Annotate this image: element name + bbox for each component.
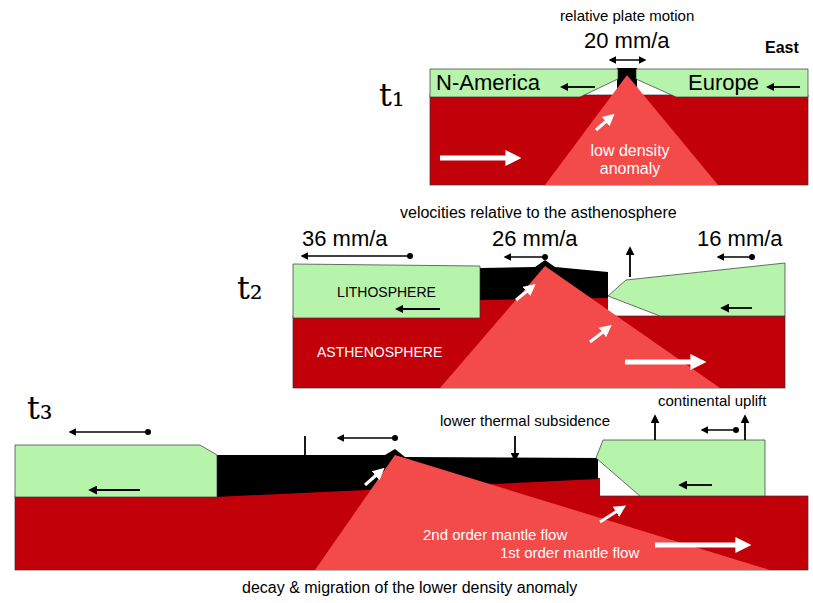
mantle-flow-arrow bbox=[625, 360, 700, 365]
slab-label-holder: LITHOSPHERE bbox=[293, 264, 480, 301]
time-step: t₂ bbox=[237, 270, 263, 307]
lithosphere-slab bbox=[15, 445, 217, 497]
panel-t3 bbox=[15, 416, 808, 570]
plate-name: LITHOSPHERE bbox=[337, 284, 436, 300]
slab-shape bbox=[430, 69, 618, 97]
slab-arrow bbox=[774, 86, 800, 88]
flow-arrow bbox=[600, 508, 622, 522]
lithosphere-slab bbox=[608, 263, 785, 316]
slab-arrow bbox=[680, 484, 712, 486]
slab-label-holder: N-America bbox=[430, 69, 618, 97]
uplift-arrow bbox=[744, 416, 746, 440]
slab-shape bbox=[293, 264, 480, 318]
subsidence-arrow bbox=[304, 436, 306, 462]
motion-arrow bbox=[610, 59, 645, 61]
flow-arrow bbox=[365, 471, 381, 485]
lithosphere-slab: N-America bbox=[430, 69, 618, 97]
slab-label-holder: Europe bbox=[636, 69, 808, 97]
plate-name: Europe bbox=[688, 69, 759, 97]
slab-shape bbox=[636, 69, 808, 97]
panel-t1 bbox=[430, 60, 808, 185]
velocity-arrow bbox=[505, 256, 545, 258]
arrow-head bbox=[395, 305, 403, 313]
mantle-flow-arrow bbox=[655, 543, 745, 548]
annotation: decay & migration of the lower density a… bbox=[242, 579, 577, 597]
velocity-arrow bbox=[718, 256, 752, 258]
time-step: t₁ bbox=[379, 77, 405, 114]
uplift-arrow bbox=[629, 248, 631, 277]
mantle-flow-arrow bbox=[440, 156, 515, 161]
slab-arrow bbox=[568, 86, 595, 88]
velocity-value: 36 mm/a bbox=[302, 226, 388, 251]
lithosphere-slab bbox=[596, 440, 765, 496]
velocity-arrow bbox=[70, 431, 148, 433]
velocity-arrow bbox=[702, 429, 736, 431]
flow-arrow bbox=[596, 117, 611, 130]
annotation: ASTHENOSPHERE bbox=[317, 344, 442, 360]
annotation: continental uplift bbox=[658, 392, 766, 409]
time-step: t₃ bbox=[27, 390, 53, 427]
uplift-arrow bbox=[654, 416, 656, 440]
annotation: East bbox=[765, 39, 799, 57]
arrow-head bbox=[766, 83, 774, 91]
arrow-head bbox=[560, 83, 568, 91]
velocity-arrow bbox=[338, 437, 395, 439]
annotation: 1st order mantle flow bbox=[500, 544, 639, 561]
lithosphere-slab: LITHOSPHERE bbox=[293, 264, 480, 318]
annotation: low density anomaly bbox=[580, 142, 680, 179]
velocity-value: 20 mm/a bbox=[584, 28, 670, 53]
velocity-value: 26 mm/a bbox=[492, 226, 578, 251]
annotation: lower thermal subsidence bbox=[440, 412, 610, 429]
lithosphere-slab: Europe bbox=[636, 69, 808, 97]
slab-arrow bbox=[722, 307, 752, 309]
slab-arrow bbox=[90, 489, 140, 491]
plate-name: N-America bbox=[436, 69, 540, 97]
panel-t2 bbox=[293, 248, 785, 388]
annotation: velocities relative to the asthenosphere bbox=[400, 204, 677, 222]
velocity-arrow bbox=[302, 255, 410, 257]
annotation: 2nd order mantle flow bbox=[423, 526, 567, 543]
subsidence-arrow bbox=[514, 436, 516, 460]
flow-arrow bbox=[516, 287, 532, 300]
velocity-value: 16 mm/a bbox=[697, 226, 783, 251]
slab-arrow bbox=[403, 308, 440, 310]
annotation: relative plate motion bbox=[560, 7, 694, 24]
flow-arrow bbox=[590, 328, 608, 342]
